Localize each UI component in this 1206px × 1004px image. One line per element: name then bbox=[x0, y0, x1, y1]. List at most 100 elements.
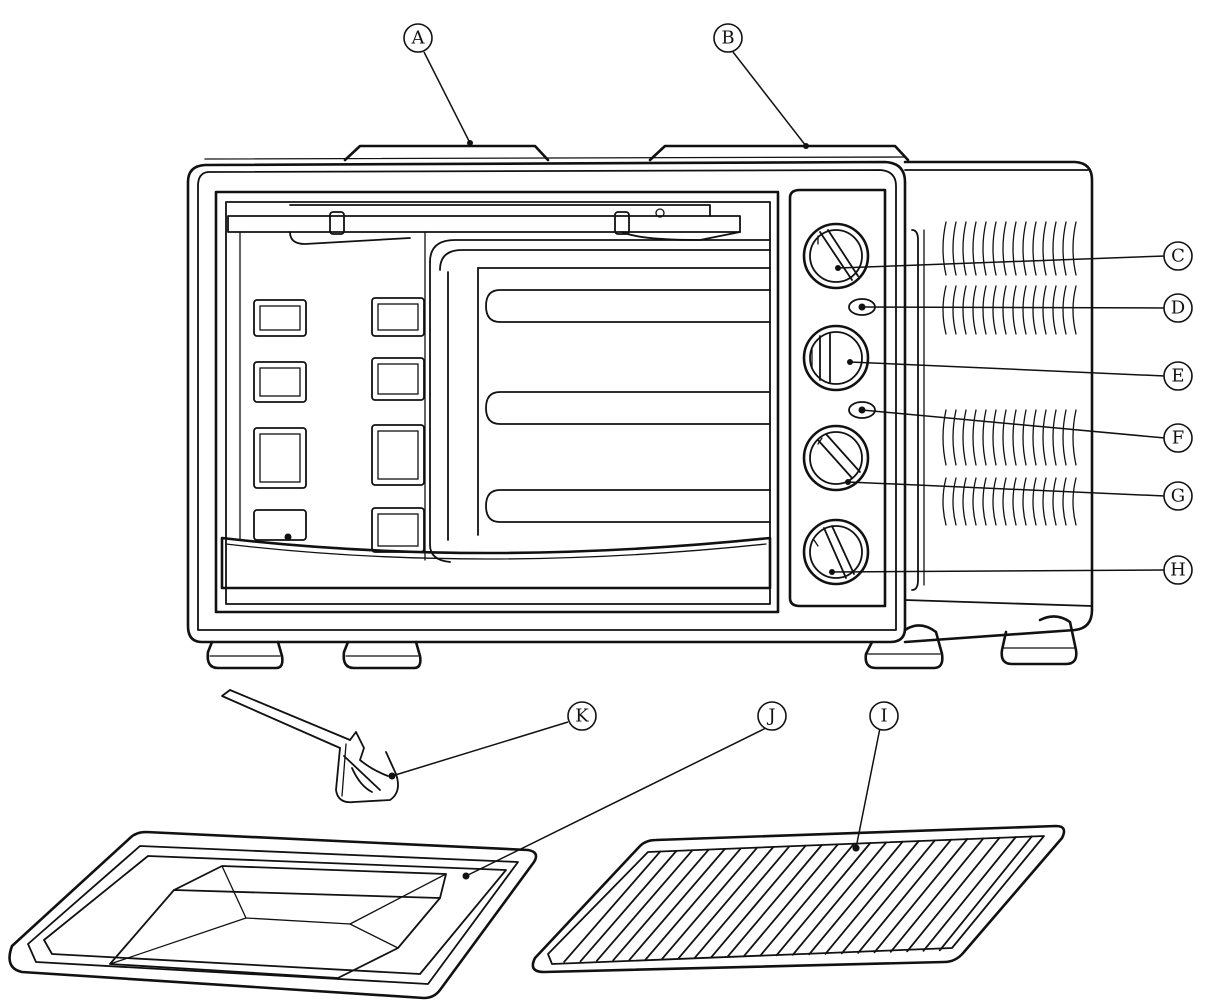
callout-b-label: B bbox=[721, 28, 734, 49]
vent-slot bbox=[942, 409, 947, 466]
vent-slot bbox=[972, 285, 977, 335]
vent-slot bbox=[992, 285, 997, 335]
callout-g: G bbox=[1163, 481, 1193, 511]
vent-slot bbox=[1002, 409, 1007, 466]
callout-h: H bbox=[1163, 555, 1193, 585]
vent-slot bbox=[1072, 221, 1077, 276]
vent-slot bbox=[962, 221, 967, 276]
vent-slot bbox=[1072, 409, 1077, 466]
vent-slot bbox=[1062, 221, 1067, 276]
vent-slot bbox=[1062, 285, 1067, 335]
callout-a: A bbox=[403, 23, 433, 53]
vent-slot bbox=[962, 409, 967, 466]
vent-slot bbox=[942, 221, 947, 276]
vent-slot bbox=[942, 477, 947, 526]
oven-feet bbox=[206, 615, 1078, 670]
callout-b: B bbox=[713, 23, 743, 53]
vent-slot bbox=[952, 477, 957, 526]
vent-slot bbox=[1072, 477, 1077, 526]
callout-e-label: E bbox=[1171, 366, 1184, 387]
vent-slot bbox=[962, 285, 967, 335]
inner-panel bbox=[429, 239, 771, 563]
vent-slot bbox=[1012, 409, 1017, 466]
vent-slot bbox=[1052, 221, 1057, 276]
rack-bar bbox=[595, 849, 694, 962]
callout-c: C bbox=[1163, 241, 1193, 271]
rack-bar bbox=[677, 846, 775, 960]
vent-slot bbox=[1042, 221, 1047, 276]
rack-bar bbox=[840, 839, 936, 955]
callout-c-label: C bbox=[1171, 246, 1185, 267]
callout-d-label: D bbox=[1171, 298, 1185, 319]
knob-h bbox=[802, 518, 870, 586]
vent-slot bbox=[952, 285, 957, 335]
knob-g bbox=[802, 424, 870, 492]
rack-bar bbox=[791, 841, 888, 956]
vent-slot bbox=[1062, 477, 1067, 526]
vent-slot bbox=[1062, 409, 1067, 466]
rack-bar bbox=[808, 840, 904, 956]
vent-slot bbox=[972, 409, 977, 466]
vent-slot bbox=[1032, 477, 1037, 526]
vent-slot bbox=[1002, 221, 1007, 276]
vent-slot bbox=[942, 285, 947, 335]
vent-slot bbox=[1032, 409, 1037, 466]
left-hotplate bbox=[343, 144, 550, 162]
vent-slot bbox=[962, 477, 967, 526]
callout-e: E bbox=[1163, 361, 1193, 391]
vent-slot bbox=[982, 409, 987, 466]
rack-bar bbox=[579, 850, 678, 963]
knob-e bbox=[802, 324, 870, 392]
rack-bar bbox=[628, 848, 726, 961]
rotisserie-handle bbox=[221, 689, 399, 804]
vent-slot bbox=[1012, 477, 1017, 526]
vent-slot bbox=[982, 477, 987, 526]
vent-slot bbox=[982, 285, 987, 335]
vent-slot bbox=[992, 221, 997, 276]
rack-bar bbox=[889, 837, 985, 953]
rack-bar bbox=[824, 840, 920, 955]
right-hotplate bbox=[648, 144, 910, 162]
rack-bar bbox=[742, 843, 839, 958]
vent-slot bbox=[1002, 477, 1007, 526]
rack-bar bbox=[710, 844, 807, 959]
vent-slot bbox=[1022, 409, 1027, 466]
oven-door bbox=[214, 190, 780, 614]
rack-bar bbox=[726, 844, 823, 958]
callout-f-label: F bbox=[1172, 428, 1185, 449]
callout-i: I bbox=[869, 701, 899, 731]
rack-bar bbox=[644, 847, 742, 961]
rack-bar bbox=[661, 846, 758, 960]
vent-slot bbox=[1052, 477, 1057, 526]
callout-j-label: J bbox=[766, 706, 775, 727]
rack-bar bbox=[906, 836, 1001, 953]
rack-slots bbox=[253, 297, 425, 553]
vent-slot bbox=[1032, 221, 1037, 276]
rack-bar bbox=[612, 848, 710, 962]
rack-bar bbox=[922, 836, 1017, 952]
rack-bar bbox=[759, 842, 855, 957]
callout-k: K bbox=[567, 701, 597, 731]
vent-slot bbox=[1022, 285, 1027, 335]
vent-slot bbox=[972, 477, 977, 526]
vent-slot bbox=[1042, 477, 1047, 526]
vent-slot bbox=[1042, 409, 1047, 466]
vent-slot bbox=[1012, 285, 1017, 335]
vent-slot bbox=[1072, 285, 1077, 335]
vent-slot bbox=[1002, 285, 1007, 335]
callout-f: F bbox=[1163, 423, 1193, 453]
vent-slot bbox=[1022, 477, 1027, 526]
callout-h-label: H bbox=[1170, 560, 1186, 581]
vent-slot bbox=[1052, 409, 1057, 466]
vent-slot bbox=[1032, 285, 1037, 335]
callout-i-label: I bbox=[880, 706, 887, 727]
rack-bar bbox=[775, 842, 872, 957]
control-panel bbox=[788, 188, 887, 608]
callout-j: J bbox=[757, 701, 787, 731]
vent-slot bbox=[982, 221, 987, 276]
side-vents bbox=[942, 221, 1077, 526]
callout-d: D bbox=[1163, 293, 1193, 323]
wire-rack bbox=[531, 824, 1066, 974]
